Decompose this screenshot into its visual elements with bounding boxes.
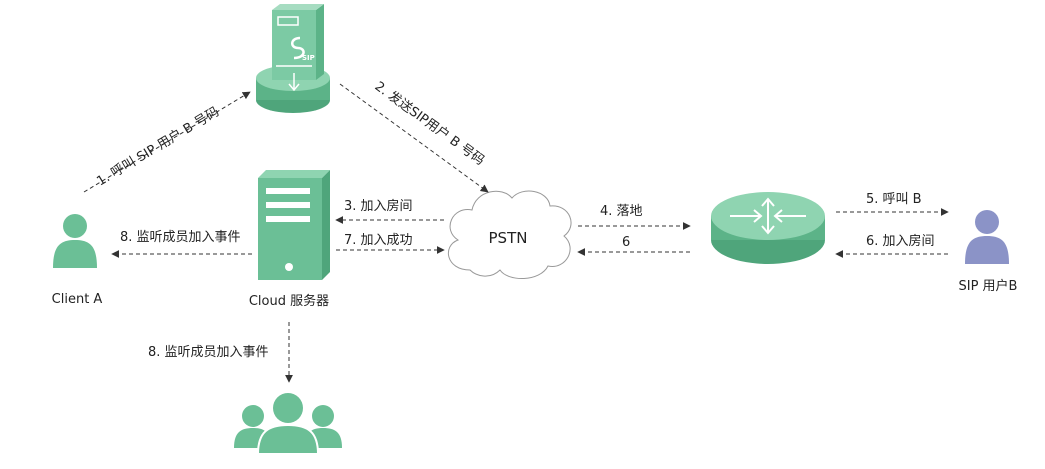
pstn-cloud-icon (448, 190, 572, 280)
sip-user-b-person-icon (965, 210, 1009, 264)
router-icon (711, 192, 825, 264)
client-a-person-icon (53, 214, 97, 268)
user-group-icon (234, 391, 342, 455)
cloud-server-label: Cloud 服务器 (249, 293, 329, 309)
edge-4-label: 4. 落地 (600, 204, 643, 219)
pstn-label: PSTN (489, 229, 528, 247)
edge-5-label: 5. 呼叫 B (866, 192, 922, 207)
sip-user-b-label: SIP 用户B (959, 278, 1018, 294)
edge-8b-label: 8. 监听成员加入事件 (148, 345, 269, 360)
edge-6-label: 6 (622, 235, 630, 250)
edge-7-label: 7. 加入成功 (344, 233, 413, 248)
client-a-label: Client A (52, 292, 103, 307)
server-tower-icon (258, 170, 330, 280)
edge-3-label: 3. 加入房间 (344, 198, 413, 214)
edge-1-line (83, 91, 251, 193)
edge-2-label: 2. 发送SIP用户 B 号码 (372, 78, 488, 168)
edge-8a-label: 8. 监听成员加入事件 (120, 230, 241, 245)
sip-server-mark: SIP (302, 54, 315, 62)
sip-server-icon: SIP (256, 4, 330, 113)
edge-6b-label: 6. 加入房间 (866, 233, 935, 249)
edge-1-label: 1. 呼叫 SIP 用户 B 号码 (94, 104, 222, 190)
edge-2-line (339, 83, 489, 193)
